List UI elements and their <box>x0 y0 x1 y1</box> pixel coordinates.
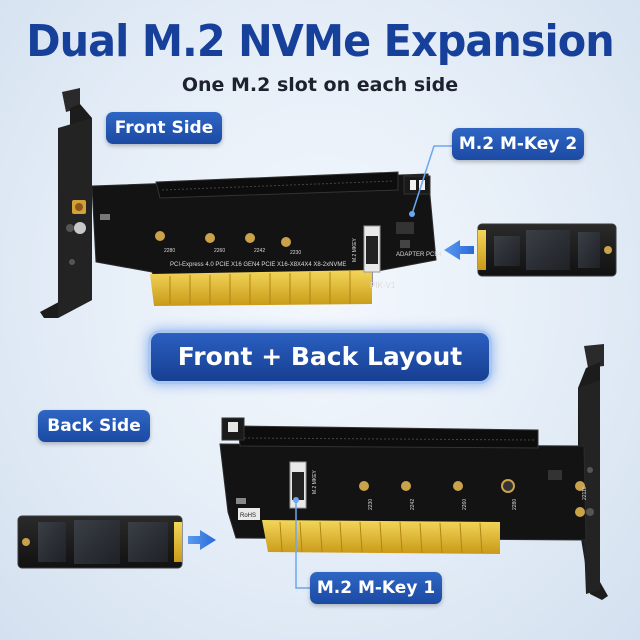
front-gold-fingers <box>150 270 372 306</box>
front-slot-label: M.2 MKEY <box>352 237 358 262</box>
front-side-label: Front Side <box>106 112 222 144</box>
front-card: PCI-Express 4.0 PCIE X16 GEN4 PCIE X16-X… <box>40 88 442 318</box>
back-size-2: 2242 <box>410 499 416 510</box>
back-slot-label: M.2 MKEY <box>312 469 318 494</box>
page-subtitle: One M.2 slot on each side <box>181 74 459 96</box>
front-adapter-text: ADAPTER PCB4 <box>396 252 442 258</box>
front-size-1: 2280 <box>164 248 175 254</box>
back-size-3: 2260 <box>462 499 468 510</box>
front-bracket <box>40 88 92 318</box>
key1-pointer-line <box>295 500 310 589</box>
back-rohs-text: RoHS <box>240 513 256 519</box>
m2-key2-label: M.2 M-Key 2 <box>452 128 584 160</box>
back-pcie-slot <box>237 425 539 449</box>
back-size-4: 2280 <box>512 499 518 510</box>
front-insert-arrow <box>444 240 474 260</box>
back-size-5: 22110 <box>582 486 588 500</box>
front-pcie-slot <box>155 171 399 199</box>
back-size-1: 2230 <box>368 499 374 510</box>
key2-pointer-line <box>411 145 452 215</box>
back-ssd <box>17 515 183 569</box>
back-card: RoHS M.2 MKEY 2230 2242 2260 2280 22110 <box>219 344 608 600</box>
m2-key1-label: M.2 M-Key 1 <box>310 572 442 604</box>
layout-banner: Front + Back Layout <box>148 330 492 384</box>
front-ssd <box>477 223 617 277</box>
front-size-2: 2260 <box>214 248 225 254</box>
page-title: Dual M.2 NVMe Expansion <box>26 16 614 67</box>
back-side-label: Back Side <box>38 410 150 442</box>
front-model-text: PIK-V1 <box>370 281 396 290</box>
front-size-3: 2242 <box>254 248 265 254</box>
back-insert-arrow <box>188 530 216 550</box>
front-bus-text: PCI-Express 4.0 PCIE X16 GEN4 PCIE X16-X… <box>170 262 346 268</box>
back-bracket <box>578 344 608 600</box>
front-size-4: 2230 <box>290 250 301 256</box>
